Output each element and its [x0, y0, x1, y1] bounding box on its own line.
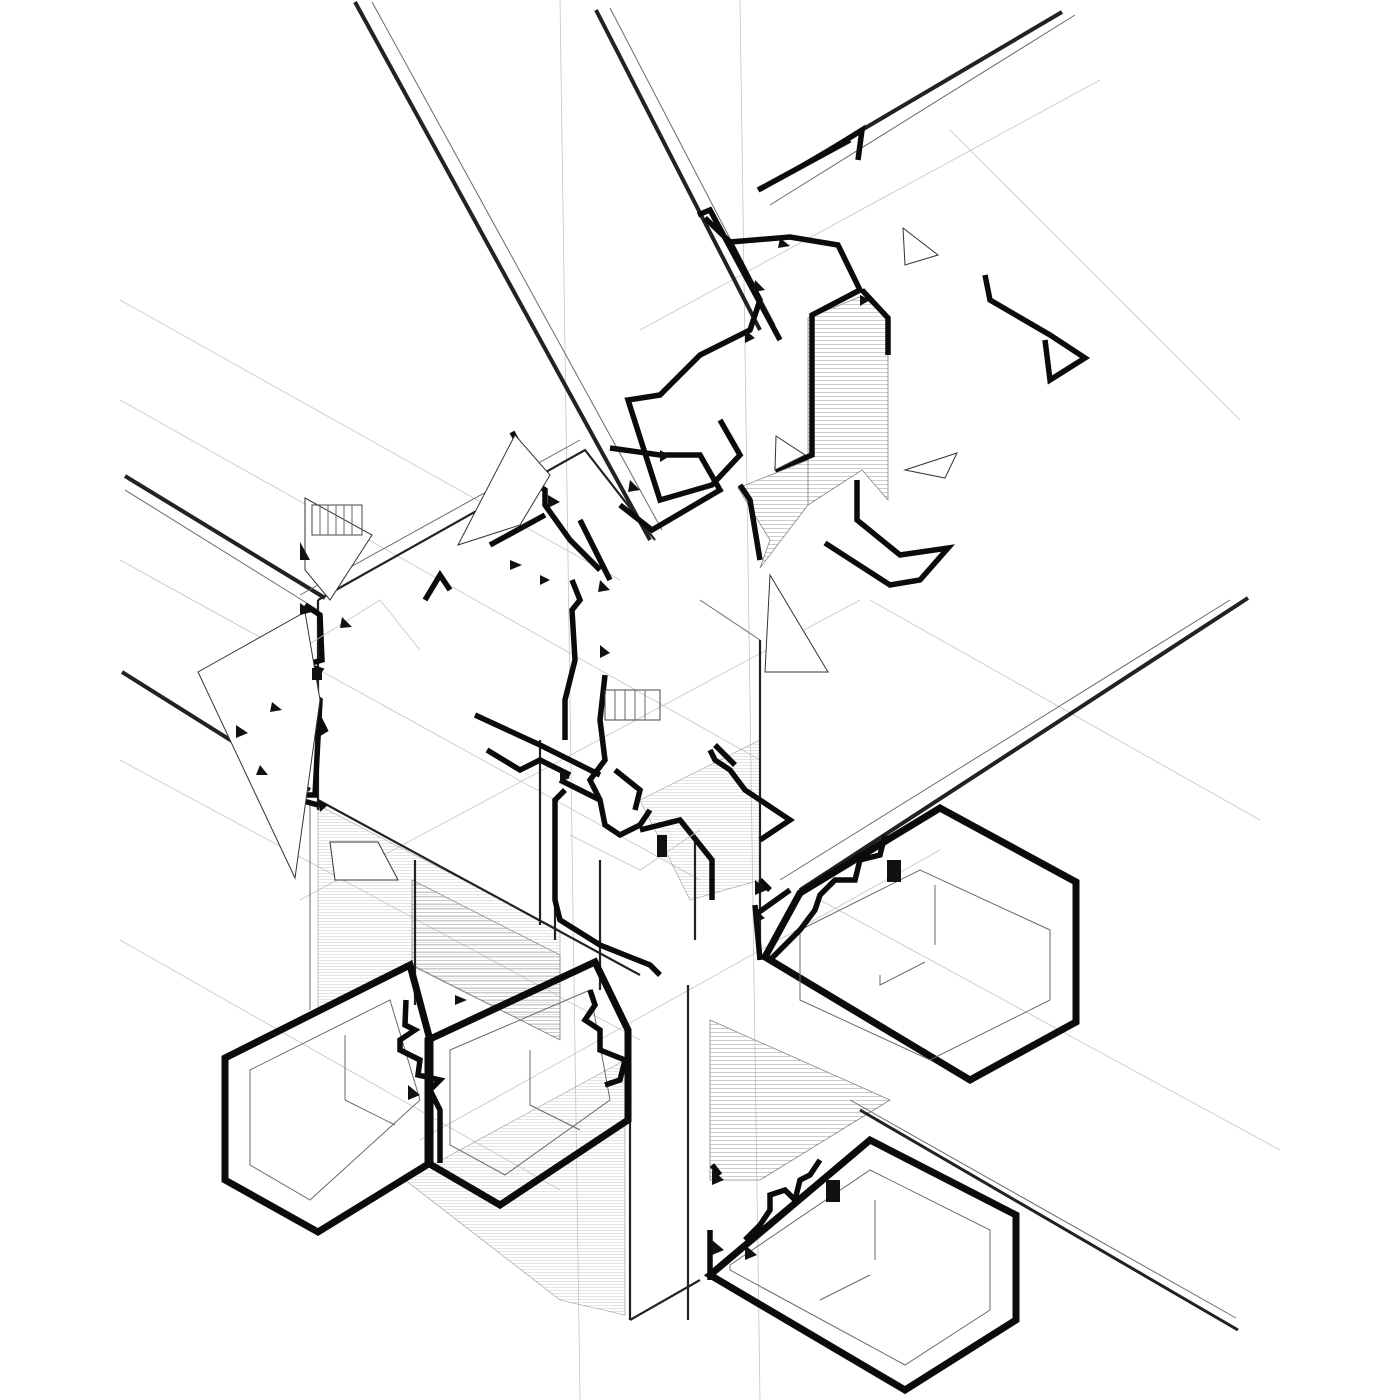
- long-beams: [120, 1, 1250, 1332]
- shaded-planes: [317, 295, 891, 1316]
- hexagon-lower-right: [703, 1135, 1020, 1395]
- arrow-markers: [236, 238, 870, 1260]
- outlined-triangles: [197, 226, 958, 881]
- stepped-connectors: [397, 834, 888, 1280]
- dark-blocks: [312, 668, 901, 1202]
- hexagon-lower-middle: [424, 957, 632, 1210]
- inner-frames: [299, 599, 936, 1301]
- hexagon-upper-right: [760, 803, 1080, 1085]
- ladder-details: [311, 504, 661, 721]
- hexagon-rooms: [221, 803, 1080, 1395]
- upper-path-network: [422, 124, 1091, 602]
